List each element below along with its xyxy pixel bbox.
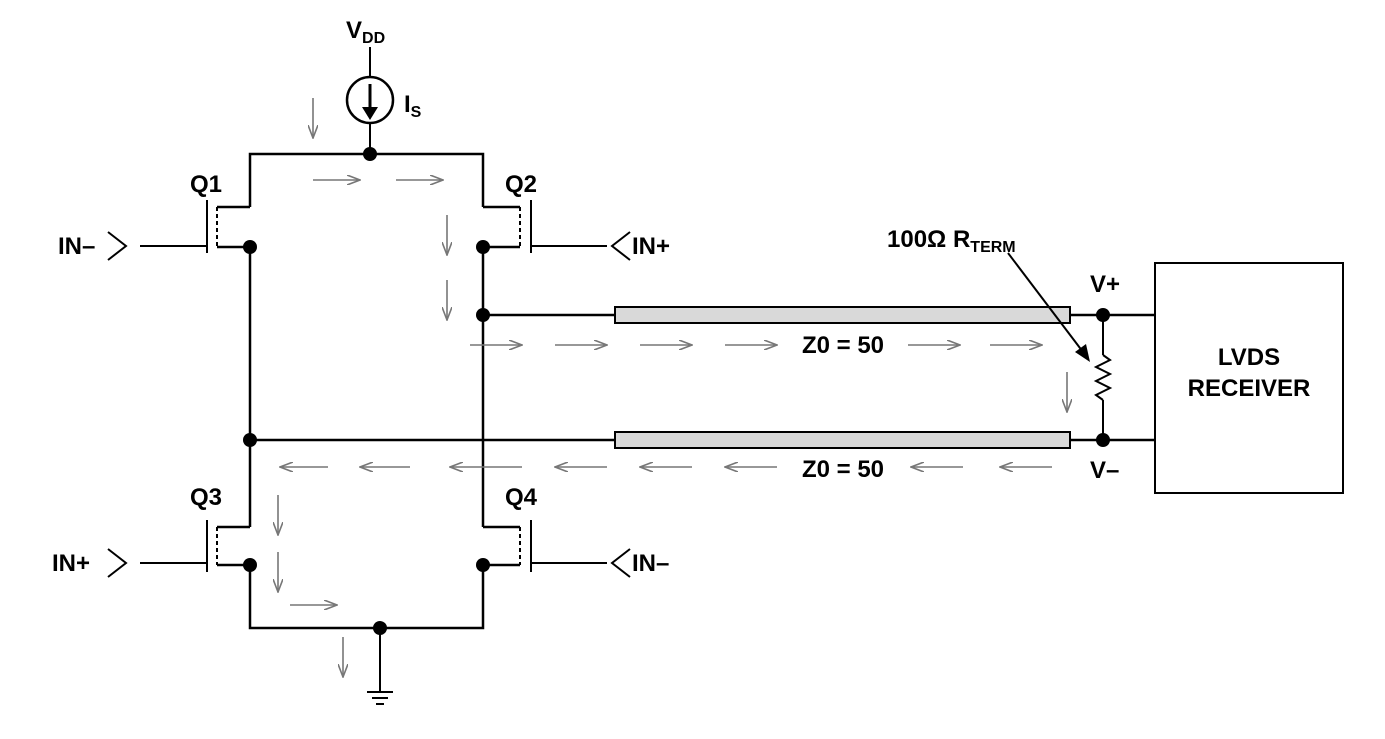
q3-input-label: IN+ — [52, 550, 90, 577]
transistor-q4 — [483, 520, 631, 578]
current-flow-arrows — [278, 98, 1067, 677]
q1-input-label: IN– — [58, 233, 95, 260]
ground-icon — [367, 628, 393, 705]
q1-label: Q1 — [190, 171, 222, 198]
transmission-line-top — [614, 306, 1071, 324]
termination-label: 100Ω RTERM — [887, 226, 1016, 256]
transistor-q2 — [483, 200, 631, 261]
receiver-line2: RECEIVER — [1188, 375, 1311, 402]
q2-label: Q2 — [505, 171, 537, 198]
q4-label: Q4 — [505, 484, 538, 511]
top-rail-node — [363, 147, 377, 161]
transistor-q1 — [107, 200, 250, 261]
transmission-line-bottom — [614, 431, 1071, 449]
v-plus-label: V+ — [1090, 271, 1120, 298]
current-source — [345, 75, 395, 125]
receiver-line1: LVDS — [1218, 344, 1280, 371]
q2-input-label: IN+ — [632, 233, 670, 260]
v-minus-label: V– — [1090, 457, 1119, 484]
current-source-label: IS — [404, 91, 422, 121]
termination-resistor — [1093, 354, 1113, 401]
lvds-receiver-box — [1154, 262, 1344, 494]
q4-input-label: IN– — [632, 550, 669, 577]
vdd-label: VDD — [346, 17, 385, 47]
line-impedance-top: Z0 = 50 — [802, 332, 884, 359]
line-impedance-bottom: Z0 = 50 — [802, 456, 884, 483]
q3-label: Q3 — [190, 484, 222, 511]
transistor-q3 — [107, 520, 250, 578]
